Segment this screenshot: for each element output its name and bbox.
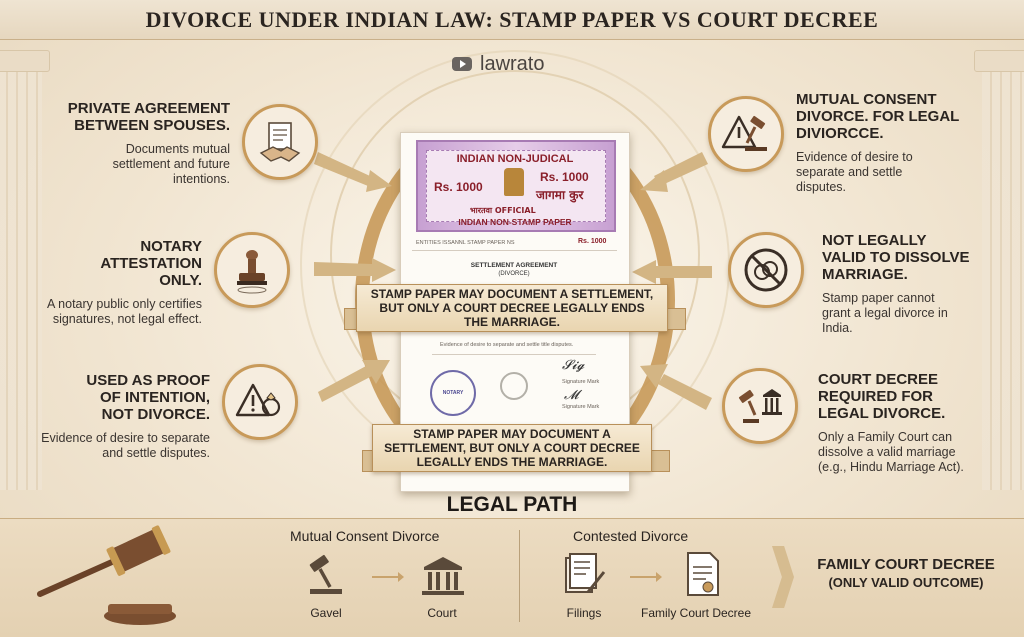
gavel-court-icon bbox=[722, 368, 798, 444]
no-rings-icon bbox=[728, 232, 804, 308]
national-emblem-icon bbox=[504, 168, 524, 196]
signature-1-icon: 𝓢𝓲𝓰 bbox=[562, 358, 585, 373]
stamp-subheader: INDIAN NON-STAMP PAPER bbox=[458, 217, 572, 227]
section-divider bbox=[519, 530, 520, 622]
notary-seal-icon: NOTARY bbox=[430, 370, 476, 416]
notary-seal-label: NOTARY bbox=[442, 390, 464, 396]
item-heading: NOTARY ATTESTATION ONLY. bbox=[100, 238, 202, 289]
chevron-right-icon bbox=[772, 546, 794, 608]
step-label-family-court-decree: Family Court Decree bbox=[640, 606, 752, 620]
final-outcome-note: (ONLY VALID OUTCOME) bbox=[828, 575, 984, 590]
legal-path-heading: LEGAL PATH bbox=[446, 493, 578, 516]
item-heading: NOT LEGALLY VALID TO DISSOLVE MARRIAGE. bbox=[822, 232, 970, 283]
item-heading: MUTUAL CONSENT DIVORCE. FOR LEGAL DIVIOR… bbox=[796, 91, 960, 142]
step-arrow bbox=[372, 572, 404, 582]
warning-ring-icon bbox=[222, 364, 298, 440]
item-description: Stamp paper cannot grant a legal divorce… bbox=[822, 291, 948, 335]
signature-label: Signature Mark bbox=[562, 404, 600, 410]
step-label-court: Court bbox=[427, 606, 457, 620]
rubber-stamp-icon bbox=[214, 232, 290, 308]
filings-icon bbox=[565, 553, 606, 593]
left-item-private-agreement: PRIVATE AGREEMENT BETWEEN SPOUSES. Docum… bbox=[40, 100, 230, 187]
step-label-gavel: Gavel bbox=[310, 606, 342, 620]
item-description: Only a Family Court can dissolve a valid… bbox=[818, 430, 964, 474]
right-item-court-decree: COURT DECREE REQUIRED FOR LEGAL DIVORCE.… bbox=[818, 371, 978, 475]
item-heading: COURT DECREE REQUIRED FOR LEGAL DIVORCE. bbox=[818, 371, 946, 422]
left-item-proof-of-intention: USED AS PROOF OF INTENTION, NOT DIVORCE.… bbox=[40, 372, 210, 461]
stamp-hindi-text: जागमा कुर bbox=[536, 188, 584, 202]
item-description: Documents mutual settlement and future i… bbox=[112, 142, 230, 186]
signature-label: Signature Mark bbox=[562, 379, 600, 385]
stamp-value-left: Rs. 1000 bbox=[434, 180, 483, 194]
strip-right-text: Rs. 1000 bbox=[578, 238, 607, 245]
paper-rule bbox=[412, 250, 617, 251]
item-heading: USED AS PROOF OF INTENTION, NOT DIVORCE. bbox=[86, 372, 210, 423]
stamp-header: INDIAN NON-JUDICAL bbox=[456, 153, 574, 165]
left-pillar-decoration bbox=[0, 50, 50, 490]
handshake-document-icon bbox=[242, 104, 318, 180]
doc-title: SETTLEMENT AGREEMENT bbox=[470, 262, 558, 269]
contested-heading: Contested Divorce bbox=[573, 528, 689, 544]
decree-document-icon bbox=[687, 552, 719, 596]
stamp-value-right: Rs. 1000 bbox=[540, 170, 589, 184]
item-description: Evidence of desire to separate and settl… bbox=[41, 431, 210, 460]
item-description: Evidence of desire to separate and settl… bbox=[796, 150, 913, 194]
right-pillar-decoration bbox=[974, 50, 1024, 490]
signature-2-icon: 𝓜 bbox=[564, 388, 579, 403]
stamp-inner bbox=[426, 150, 606, 222]
evidence-line: Evidence of desire to separate and settl… bbox=[440, 342, 574, 348]
gavel-warning-icon bbox=[708, 96, 784, 172]
brand-name: lawrato bbox=[480, 52, 545, 75]
title-bar: DIVORCE UNDER INDIAN LAW: STAMP PAPER VS… bbox=[0, 0, 1024, 40]
final-outcome: FAMILY COURT DECREE (ONLY VALID OUTCOME) bbox=[800, 556, 1012, 590]
mutual-consent-heading: Mutual Consent Divorce bbox=[290, 528, 440, 544]
faded-seal-icon bbox=[500, 372, 528, 400]
large-gavel-icon bbox=[37, 525, 176, 625]
doc-subtitle: (DIVORCE) bbox=[498, 271, 530, 277]
stamp-official-text: भारतवा OFFICIAL bbox=[470, 206, 536, 215]
step-arrow bbox=[630, 572, 662, 582]
brand-logo: lawrato bbox=[452, 52, 544, 76]
left-item-notary: NOTARY ATTESTATION ONLY. A notary public… bbox=[40, 238, 202, 327]
paper-rule bbox=[432, 354, 596, 355]
ribbon-message: STAMP PAPER MAY DOCUMENT A SETTLEMENT, B… bbox=[372, 424, 652, 472]
right-item-not-valid: NOT LEGALLY VALID TO DISSOLVE MARRIAGE. … bbox=[822, 232, 972, 336]
page-title: DIVORCE UNDER INDIAN LAW: STAMP PAPER VS… bbox=[145, 6, 879, 32]
strip-left-text: ENTITIES ISSANNL STAMP PAPER NS bbox=[416, 240, 515, 246]
item-heading: PRIVATE AGREEMENT BETWEEN SPOUSES. bbox=[67, 100, 230, 134]
ribbon-message: STAMP PAPER MAY DOCUMENT A SETTLEMENT, B… bbox=[356, 284, 668, 332]
court-building-icon bbox=[422, 557, 464, 595]
item-description: A notary public only certifies signature… bbox=[47, 297, 202, 326]
right-item-mutual-consent: MUTUAL CONSENT DIVORCE. FOR LEGAL DIVIOR… bbox=[796, 91, 966, 195]
final-outcome-title: FAMILY COURT DECREE bbox=[817, 556, 995, 573]
gavel-icon bbox=[309, 554, 342, 594]
play-icon bbox=[452, 57, 472, 71]
step-label-filings: Filings bbox=[566, 606, 602, 620]
